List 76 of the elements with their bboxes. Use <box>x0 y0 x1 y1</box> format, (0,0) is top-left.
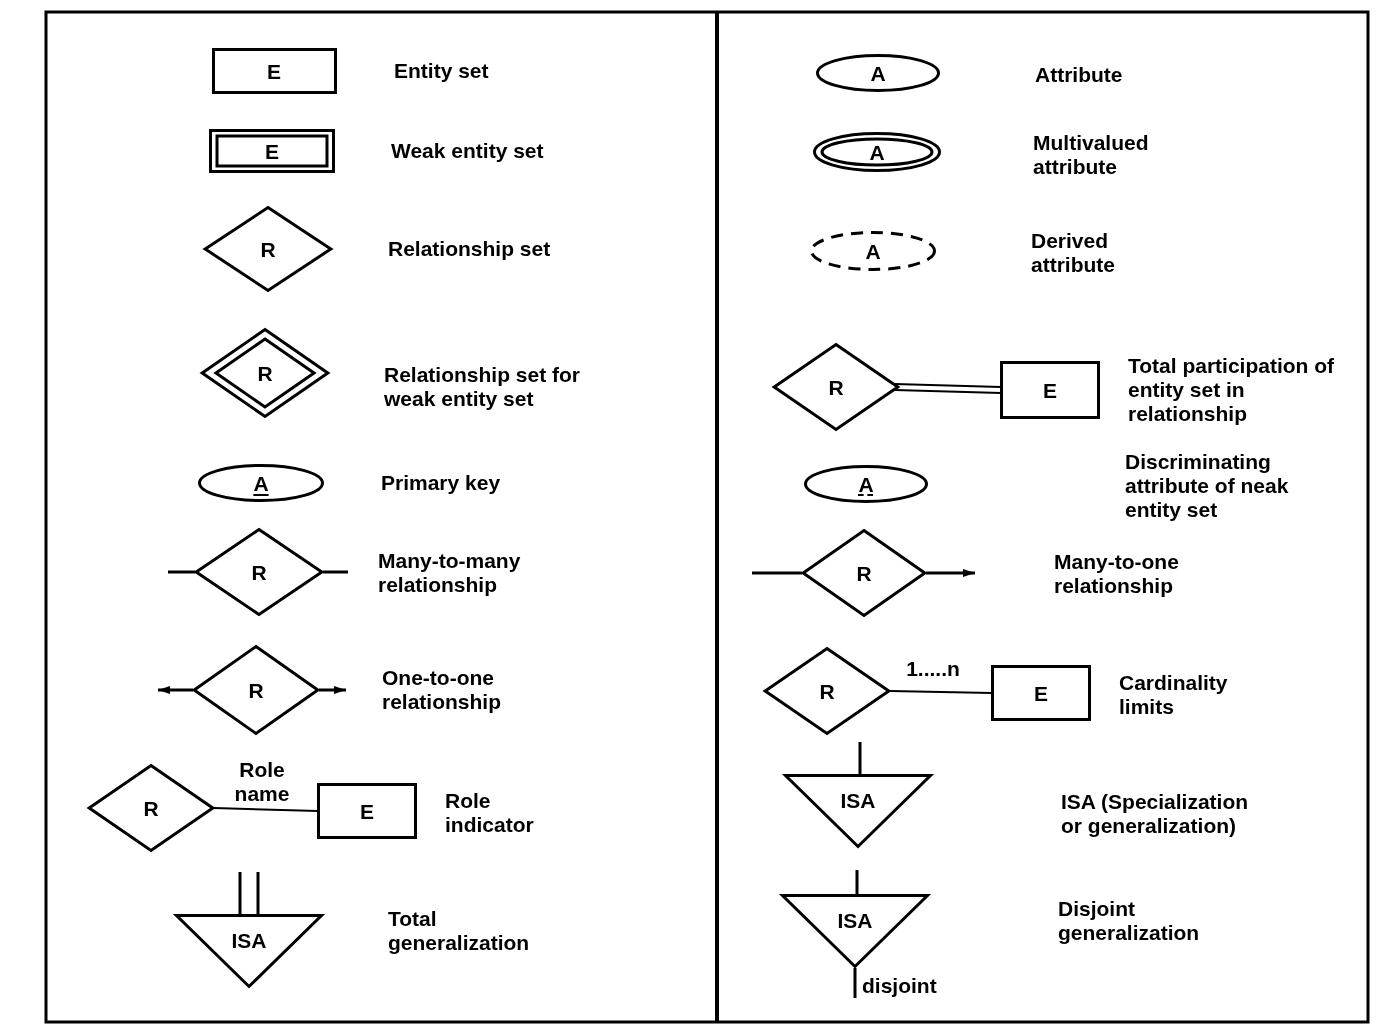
description-text: Weak entity set <box>391 139 545 163</box>
description-text: Total participation of entity set in relationship <box>1128 354 1336 426</box>
description-text: Disjoint generalization <box>1058 897 1201 945</box>
symbol-label: A <box>865 240 881 262</box>
symbol-label: E <box>360 800 374 822</box>
connector-line <box>256 872 260 914</box>
description-text: Relationship set for weak entity set <box>384 363 582 411</box>
connector-line <box>853 968 857 998</box>
description-text: Many-to-many relationship <box>378 549 522 597</box>
description-text: One-to-one relationship <box>382 666 503 714</box>
symbol-label: A <box>858 473 874 495</box>
connector-line <box>323 570 348 574</box>
symbol-label: E <box>265 140 279 162</box>
connector-line <box>855 870 859 894</box>
connector-line <box>238 872 242 914</box>
description-text: Primary key <box>381 471 502 495</box>
description-text: Many-to-one relationship <box>1054 550 1180 598</box>
connector-line <box>752 571 802 575</box>
connector-line <box>893 383 1002 388</box>
connector-line <box>893 389 1002 394</box>
diamond <box>772 343 900 431</box>
description-text: Total generalization <box>388 907 531 955</box>
triangle <box>781 894 929 968</box>
entity-rectangle <box>317 783 417 839</box>
symbol-label: R <box>248 679 264 701</box>
connector-line <box>889 690 993 694</box>
symbol-label: E <box>1043 379 1057 401</box>
diamond <box>203 206 333 292</box>
entity-rectangle <box>211 48 337 94</box>
entity-rectangle <box>991 665 1091 721</box>
symbol-label: A <box>253 472 269 494</box>
ellipse <box>198 464 324 502</box>
description-text: Attribute <box>1035 63 1124 87</box>
diamond <box>192 645 320 735</box>
diamond <box>194 528 324 616</box>
arrow <box>319 686 346 694</box>
connector-line <box>168 570 195 574</box>
description-text: Entity set <box>394 59 490 83</box>
triangle <box>175 914 323 988</box>
symbol-label: E <box>267 60 281 82</box>
symbol-label: E <box>1034 682 1048 704</box>
arrow <box>926 569 975 577</box>
description-text: ISA (Specialization or generalization) <box>1061 790 1250 838</box>
dashed-ellipse <box>810 231 936 271</box>
symbol-label: R <box>260 238 276 260</box>
symbol-label: ISA <box>840 790 876 811</box>
description-text: Relationship set <box>388 237 552 261</box>
symbol-label: R <box>257 362 273 384</box>
symbol-label: R <box>828 376 844 398</box>
triangle <box>784 774 932 848</box>
symbol-label: R <box>143 797 159 819</box>
symbol-label: R <box>819 680 835 702</box>
edge-label: Role name <box>233 758 291 806</box>
diamond <box>801 529 927 617</box>
diamond <box>763 647 891 735</box>
connector-line <box>213 807 319 812</box>
ellipse <box>804 465 928 503</box>
entity-rectangle <box>1000 361 1100 419</box>
symbol-label: A <box>870 62 886 84</box>
description-text: Discriminating attribute of neak entity set <box>1125 450 1290 522</box>
symbol-label: ISA <box>837 910 873 931</box>
symbol-label: A <box>869 141 885 163</box>
double-ellipse <box>813 132 941 172</box>
symbol-label: R <box>251 561 267 583</box>
ellipse <box>816 54 940 92</box>
arrow <box>158 686 193 694</box>
double-rectangle <box>209 129 335 173</box>
description-text: Cardinality limits <box>1119 671 1229 719</box>
description-text: Derived attribute <box>1031 229 1116 277</box>
description-text: Multivalued attribute <box>1033 131 1150 179</box>
diamond <box>87 764 215 852</box>
symbol-label: ISA <box>231 930 267 951</box>
double-diamond <box>200 328 330 418</box>
symbol-label: R <box>856 562 872 584</box>
connector-line <box>858 742 862 774</box>
description-text: Role indicator <box>445 789 535 837</box>
